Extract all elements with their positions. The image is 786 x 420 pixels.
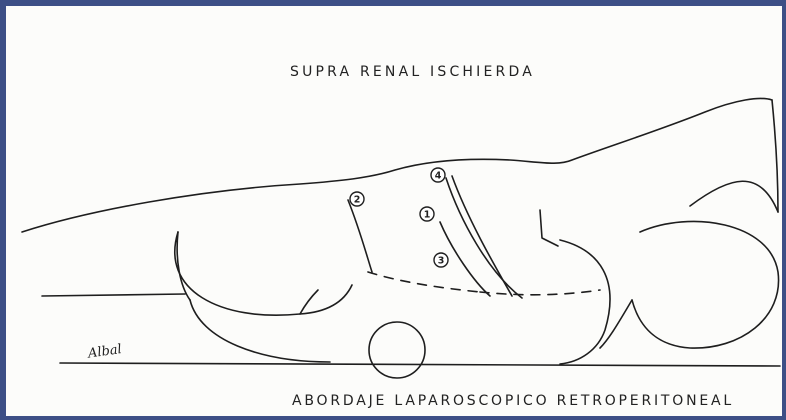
iliac-crest-dashed [368,272,480,292]
port-marker-3: 3 [434,253,448,267]
arm-contour [772,100,778,212]
svg-text:3: 3 [438,256,445,267]
guide-line-1 [446,178,522,298]
hip-contour [175,232,352,315]
svg-text:4: 4 [435,171,442,182]
guide-line-2 [452,176,512,296]
neck-line [600,300,632,348]
hip-crease [300,290,318,314]
bed-line [42,294,185,296]
svg-text:1: 1 [424,210,431,221]
artist-signature: Albal [86,342,123,362]
arm-inner [690,181,778,212]
rib-margin-dashed [480,290,600,295]
port-marker-1: 1 [420,207,434,221]
flank-line [348,200,372,272]
thigh-line [177,232,190,300]
elbow-mark [540,210,558,246]
port-marker-4: 4 [431,168,445,182]
port-marker-2: 2 [350,192,364,206]
svg-text:2: 2 [354,195,361,206]
torso-back-contour [22,99,772,233]
diagram-caption: ABORDAJE LAPAROSCOPICO RETROPERITONEAL [292,393,734,409]
support-pillow [369,322,425,378]
head-contour [632,221,779,348]
diagram-title: SUPRA RENAL ISCHIERDA [290,64,535,80]
leg-underside [190,300,330,362]
